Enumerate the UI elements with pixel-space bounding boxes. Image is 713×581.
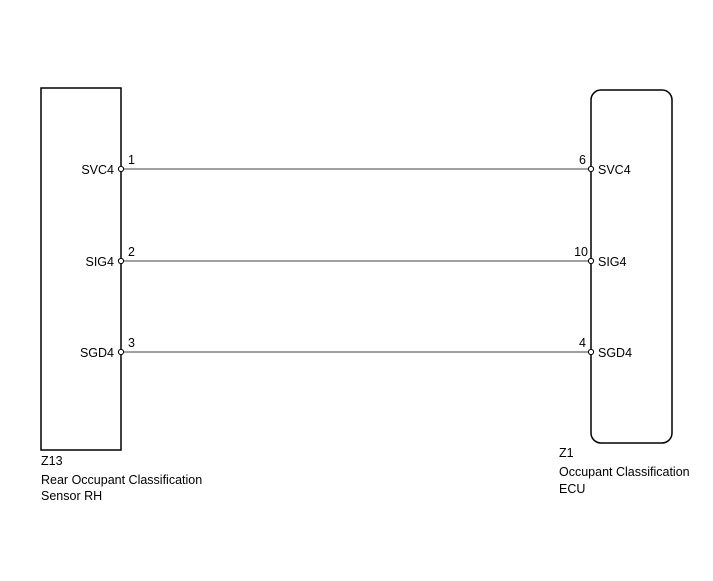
right-terminal-6 [587, 165, 595, 173]
right-pin-label: SIG4 [598, 255, 627, 269]
right-terminal-10 [587, 257, 595, 265]
left-component-box [40, 87, 122, 451]
left-pin-number: 1 [128, 153, 135, 167]
right-component-code: Z1 [559, 446, 574, 460]
right-pin-label: SVC4 [598, 163, 631, 177]
left-component-code: Z13 [41, 454, 63, 468]
left-component-name: Rear Occupant Classification [41, 473, 202, 487]
left-pin-label: SVC4 [81, 163, 114, 177]
right-component-name: ECU [559, 482, 585, 496]
right-pin-number: 6 [579, 153, 586, 167]
right-pin-number: 10 [574, 245, 588, 259]
right-pin-label: SGD4 [598, 346, 632, 360]
left-terminal-2 [117, 257, 125, 265]
left-pin-number: 2 [128, 245, 135, 259]
right-pin-number: 4 [579, 336, 586, 350]
right-terminal-4 [587, 348, 595, 356]
left-pin-number: 3 [128, 336, 135, 350]
right-component-name: Occupant Classification [559, 465, 690, 479]
left-terminal-3 [117, 348, 125, 356]
right-component-box [590, 89, 673, 444]
left-pin-label: SGD4 [80, 346, 114, 360]
left-terminal-1 [117, 165, 125, 173]
left-component-name: Sensor RH [41, 489, 102, 503]
left-pin-label: SIG4 [86, 255, 115, 269]
